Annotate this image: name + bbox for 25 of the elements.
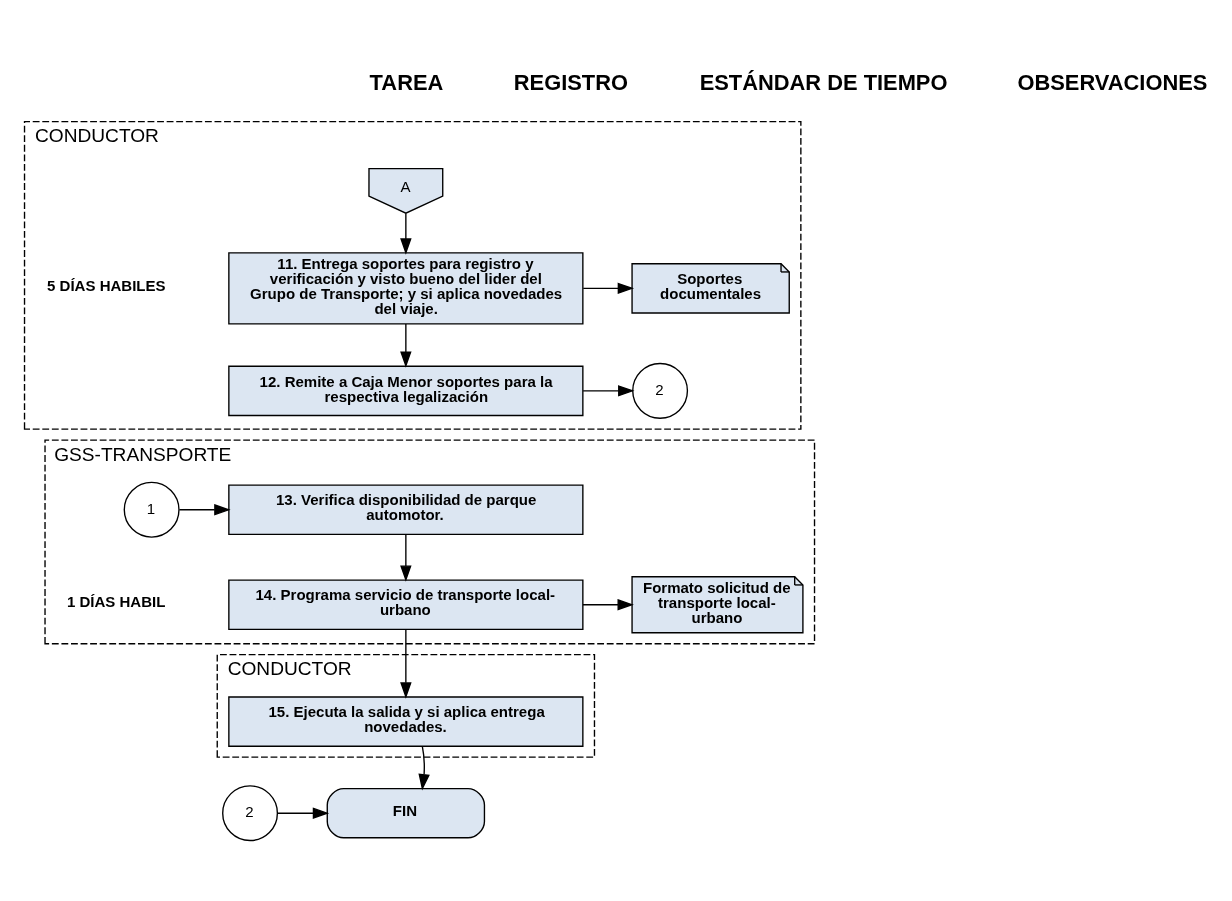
arrow <box>418 745 430 790</box>
label: 5 DÍAS HABILES <box>47 276 166 294</box>
arrow <box>582 384 635 397</box>
label: 1 DÍAS HABIL <box>66 592 166 610</box>
arrow <box>582 282 635 294</box>
node-circle: 2 <box>632 362 689 419</box>
node-box: 14. Programa servicio de transporte local-urbano <box>228 578 584 630</box>
node-box: FIN <box>326 787 486 838</box>
arrow <box>400 322 412 368</box>
node-box: 12. Remite a Caja Menor soportes para la respectiva legalización <box>228 365 584 416</box>
arrow <box>400 628 412 699</box>
arrow <box>276 806 330 819</box>
arrow <box>178 503 231 516</box>
label: OBSERVACIONES <box>1017 69 1208 95</box>
label: TAREA <box>369 69 444 95</box>
node-circle: 2 <box>222 784 279 841</box>
arrow <box>582 598 634 610</box>
node-box: 13. Verifica disponibilidad de parque automotor. <box>228 484 584 535</box>
node-circle: 1 <box>123 481 180 538</box>
arrow <box>400 212 412 255</box>
node-box: 15. Ejecuta la salida y si aplica entrega novedades. <box>228 695 584 747</box>
node-box: 11. Entrega soportes para registro y verificación y visto bueno del lider del Grupo de Transporte; y si aplica novedades del viaje. <box>228 251 584 325</box>
label: ESTÁNDAR DE TIEMPO <box>699 69 948 95</box>
label: REGISTRO <box>513 69 628 95</box>
arrow <box>400 533 412 582</box>
